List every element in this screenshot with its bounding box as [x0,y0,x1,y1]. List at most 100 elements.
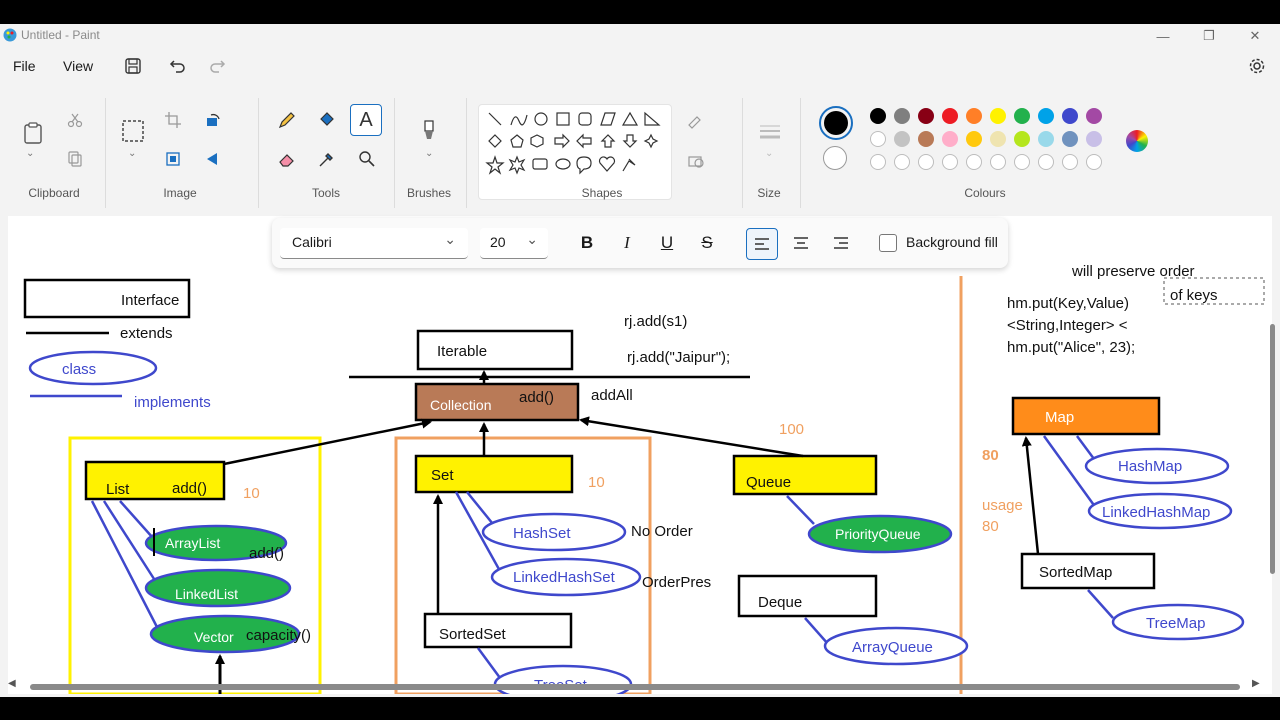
palette-swatch[interactable] [1038,108,1054,124]
paste-chevron-icon[interactable]: ⌄ [26,148,35,159]
palette-swatch[interactable] [870,131,886,147]
map-linkedhashmap-link [1042,435,1098,509]
vertical-scrollbar[interactable] [1270,324,1275,574]
palette-swatch[interactable] [966,131,982,147]
order-pres-text: OrderPres [642,574,711,591]
strikethrough-icon[interactable]: S [701,233,713,252]
rotate-icon[interactable] [202,109,224,131]
fill-bucket-icon[interactable] [316,109,338,131]
bold-icon[interactable]: B [580,233,594,252]
magnifier-icon[interactable] [356,148,378,170]
color-palette [870,108,1110,178]
undo-icon[interactable] [166,54,190,78]
custom-color-slot[interactable] [1062,154,1078,170]
scroll-left-arrow-icon[interactable]: ◀ [8,678,16,689]
priorityqueue-label: PriorityQueue [835,526,921,542]
queue-count-100: 100 [779,421,804,438]
palette-swatch[interactable] [966,108,982,124]
font-size-dropdown[interactable]: 20 ⌄ [480,228,548,259]
shape-outline-icon[interactable] [686,110,708,132]
palette-swatch[interactable] [1014,131,1030,147]
copy-icon[interactable] [64,148,86,170]
group-brushes: Brushes [406,186,452,200]
sortedmap-to-map-arrow [1021,436,1040,555]
deque-label: Deque [758,594,802,611]
select-chevron-icon[interactable]: ⌄ [128,148,137,159]
align-right-icon[interactable] [826,228,856,258]
palette-swatch[interactable] [990,108,1006,124]
custom-color-slot[interactable] [990,154,1006,170]
palette-swatch[interactable] [1062,108,1078,124]
text-tool-icon[interactable]: A [350,104,382,136]
crop-icon[interactable] [162,109,184,131]
custom-color-slot[interactable] [918,154,934,170]
cut-icon[interactable] [64,109,86,131]
color-picker-icon[interactable] [316,148,338,170]
scroll-right-arrow-icon[interactable]: ▶ [1252,678,1260,689]
palette-swatch[interactable] [918,131,934,147]
custom-color-slot[interactable] [1038,154,1054,170]
save-icon[interactable] [121,54,145,78]
text-edit-box[interactable] [1163,277,1265,305]
palette-swatch[interactable] [1086,108,1102,124]
size-icon[interactable] [758,120,782,144]
group-image: Image [163,186,197,200]
drawing-canvas[interactable]: Interface extends class implements Itera… [8,216,1272,694]
underline-icon[interactable]: U [660,233,674,252]
italic-icon[interactable]: I [624,233,630,252]
iterable-label: Iterable [437,343,487,360]
font-family-value: Calibri [292,234,332,250]
menu-view[interactable]: View [63,58,94,74]
edit-colors-icon[interactable] [1126,130,1148,152]
settings-gear-icon[interactable] [1245,54,1269,78]
minimize-button[interactable]: — [1156,28,1170,44]
custom-color-slot[interactable] [942,154,958,170]
brush-icon[interactable] [418,120,440,142]
palette-swatch[interactable] [942,108,958,124]
palette-swatch[interactable] [1086,131,1102,147]
close-button[interactable]: ✕ [1249,28,1261,43]
custom-color-slot[interactable] [894,154,910,170]
primary-color-well[interactable] [819,106,853,140]
palette-swatch[interactable] [894,108,910,124]
shapes-gallery[interactable] [478,104,672,200]
palette-swatch[interactable] [942,131,958,147]
custom-color-slot[interactable] [1014,154,1030,170]
secondary-color-swatch[interactable] [823,146,847,170]
brush-chevron-icon[interactable]: ⌄ [425,148,434,159]
shape-fill-icon[interactable] [686,150,708,172]
menu-file[interactable]: File [13,58,36,74]
title-bar: Untitled - Paint — ❐ ✕ [0,24,1280,48]
background-fill-checkbox[interactable] [879,234,897,252]
size-chevron-down-icon: ⌄ [526,231,538,247]
palette-swatch[interactable] [918,108,934,124]
legend-extends-text: extends [120,325,173,342]
map-count-80b: 80 [982,518,999,535]
resize-icon[interactable] [162,148,184,170]
pencil-icon[interactable] [276,109,298,131]
arraylist-label: ArrayList [165,535,220,551]
align-left-icon[interactable] [746,228,778,260]
custom-color-slot[interactable] [966,154,982,170]
eraser-icon[interactable] [276,148,298,170]
palette-swatch[interactable] [990,131,1006,147]
align-center-icon[interactable] [786,228,816,258]
horizontal-scrollbar[interactable] [30,684,1240,690]
flip-icon[interactable] [202,148,224,170]
ribbon-divider [466,98,467,208]
paste-icon[interactable] [20,120,46,146]
palette-swatch[interactable] [1014,108,1030,124]
palette-swatch[interactable] [1062,131,1078,147]
custom-color-slot[interactable] [870,154,886,170]
palette-swatch[interactable] [870,108,886,124]
hm-put-alice-text: hm.put("Alice", 23); [1007,339,1135,356]
restore-button[interactable]: ❐ [1203,28,1215,43]
redo-icon[interactable] [205,54,229,78]
palette-swatch[interactable] [894,131,910,147]
linkedhashmap-label: LinkedHashMap [1102,504,1210,521]
font-family-dropdown[interactable]: Calibri ⌄ [280,228,468,259]
palette-swatch[interactable] [1038,131,1054,147]
custom-color-slot[interactable] [1086,154,1102,170]
size-chevron-icon[interactable]: ⌄ [765,148,774,159]
select-icon[interactable] [120,118,146,144]
